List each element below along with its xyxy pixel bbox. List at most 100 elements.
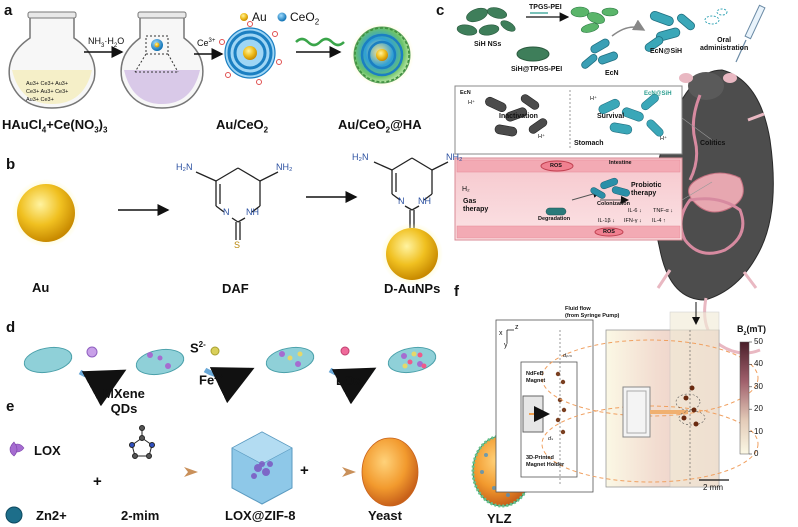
label-inactivation: Inactivation [499,113,538,120]
reagent-ce3plus: Ce3+ [197,38,216,48]
arrow-e2 [342,467,356,477]
surviving-bacteria [598,93,664,137]
legend-ceo2-dot [277,12,287,22]
scale-bar-label: 2 mm [703,483,723,492]
cytokine-ifng: IFN-γ ↓ [624,218,642,224]
inactivated-bacteria [485,94,548,137]
colorbar-tick-label: 10 [754,426,763,436]
label-yeast: Yeast [368,508,402,523]
arrow-d1 [78,369,127,407]
ecn-rods [581,38,619,69]
legend-au-dot [240,13,248,21]
panel-c-graphics [454,4,774,355]
sih-tpgs-single [516,46,550,62]
label-d-aunps: D-AuNPs [384,281,441,296]
stomach-ecn-tag: EcN [460,90,471,96]
colorbar-tick-label: 40 [754,359,763,369]
daf-nh: NH [246,207,259,217]
daf-h2n: H₂N [176,162,193,172]
colorbar-tick-label: 30 [754,381,763,391]
label-start-solution: HAuCl4+Ce(NO3)3 [2,117,108,135]
arrow-d2 [203,367,255,404]
lox-icon [9,441,25,457]
stomach-ecn-sih-tag: EcN@SiH [644,91,672,97]
label-sih-nss: SiH NSs [474,41,502,48]
label-2-mim: 2-mim [121,508,160,523]
daf-n: N [223,207,230,217]
reagent-nh3-h2o: NH3·H2O [88,36,125,49]
daf-s: S [234,240,241,250]
2-mim-molecule [129,425,155,459]
label-lox-zif8: LOX@ZIF-8 [225,508,296,523]
colorbar-tick-label: 20 [754,404,763,414]
daf-structure [195,167,279,240]
daunp-n: N [398,196,405,206]
axis-y: y [504,342,508,349]
hplus-1: H⁺ [468,100,475,106]
label-degradation: Degradation [538,216,571,222]
panel-label-f: f [454,283,459,300]
label-ros-bottom: ROS [603,229,615,235]
cytokine-il4: IL-4 ↑ [652,218,666,224]
colorbar-tick-label: 0 [754,449,759,458]
label-h2: H₂ [462,186,470,193]
axis-x: x [499,330,503,337]
panel-b-graphics [12,157,449,285]
daunp-nh: NH [418,196,431,206]
arrow-e1 [184,467,198,477]
hplus-2: H⁺ [538,134,545,140]
yeast-cell [361,437,419,507]
label-colitics: Colitics [700,140,726,147]
flask-ions: Au3+ Ce3+ Au3+ Ce3+ Au3+ Ce3+ Au3+ Ce3+ [26,81,69,103]
daf-nh2: NH₂ [276,162,293,172]
plus-2: + [300,462,309,479]
daunp-h2n: H₂N [352,152,369,162]
hplus-3: H⁺ [590,96,597,102]
label-fluid-flow: Fluid flow(from Syringe Pump) [565,306,620,319]
label-ros-top: ROS [550,163,562,169]
label-intestine: Intestine [609,160,632,166]
panel-f-graphics [495,302,759,493]
label-au-ceo2-ha: Au/CeO2@HA [338,117,422,135]
au-nanoparticle [17,184,75,242]
legend-ceo2-label: CeO2 [290,10,320,27]
label-stomach: Stomach [574,140,604,147]
label-ecn-sih: EcN@SiH [650,48,683,55]
label-dpm: dₚₘ [563,353,572,359]
colorbar-ticks [749,341,752,455]
stomach-box [454,85,683,155]
label-survival: Survival [597,113,625,120]
colorbar-tick-label: 50 [754,337,763,346]
panel-label-a: a [4,2,13,19]
plus-1: + [93,473,102,490]
panel-label-e: e [6,398,15,415]
label-daf: DAF [222,281,249,296]
label-ylz: YLZ [487,511,512,526]
colorbar-title: Bz(mT) [737,324,766,337]
colorbar [739,341,750,455]
hplus-4: H⁺ [660,136,667,142]
colonized-bacteria [590,177,630,199]
label-s2minus: S2- [190,340,206,356]
cytokine-tnfa: TNF-α ↓ [653,208,673,214]
panel-d-graphics [23,346,437,407]
d-aunp-structure [373,157,449,228]
label-au-ceo2: Au/CeO2 [216,117,269,135]
label-lox-e: LOX [34,443,61,458]
panel-label-d: d [6,319,16,336]
mouse [653,69,774,355]
panel-label-c: c [436,2,445,19]
panel-a-graphics [8,11,414,109]
sih-tpgs-flakes [570,6,619,33]
label-colonization: Colonization [597,201,630,207]
label-au: Au [32,280,50,295]
label-sih-tpgs: SiH@TPGS-PEI [511,66,563,73]
sih-nss [456,7,516,36]
arrow-d3 [328,367,377,405]
label-fe2plus: Fe2+ [199,372,224,388]
ecn-sih-rods [644,11,695,52]
